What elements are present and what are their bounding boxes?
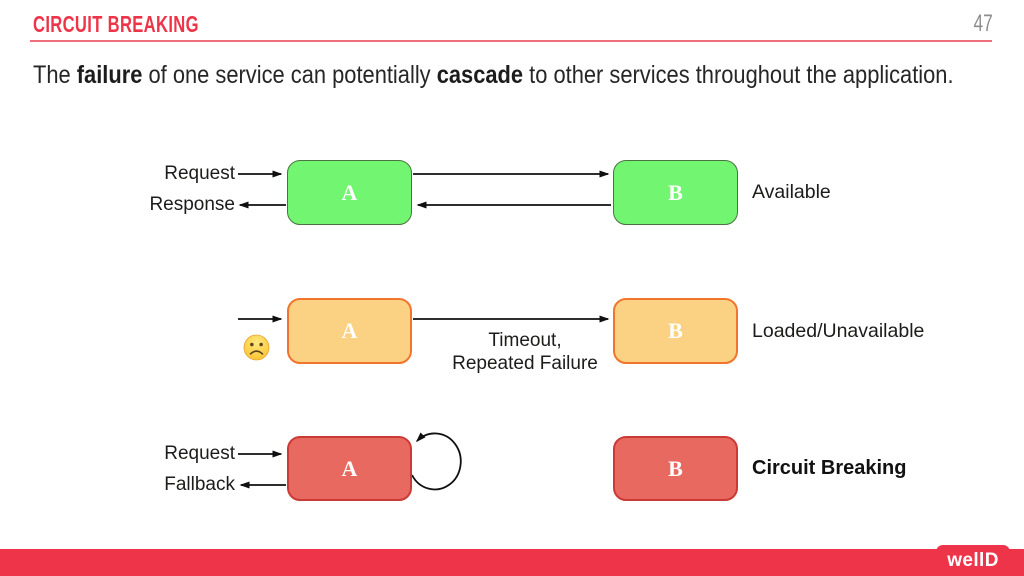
header-rule [30, 40, 992, 42]
footer-bar [0, 549, 1024, 576]
self-loop-arrow-a3 [411, 432, 462, 491]
node-a-loaded: A [287, 298, 412, 364]
intro-text-part: The [33, 61, 77, 89]
intro-text-part: to other services throughout the applica… [523, 61, 954, 89]
node-a-available: A [287, 160, 412, 225]
timeout-caption-line1: Timeout, [488, 330, 562, 351]
node-b-loaded: B [613, 298, 738, 364]
node-b-available: B [613, 160, 738, 225]
status-label-available: Available [752, 181, 831, 203]
welld-logo: wellD [936, 545, 1010, 576]
intro-bold-cascade: cascade [436, 61, 524, 89]
request-label-row1: Request [164, 163, 235, 184]
intro-bold-failure: failure [76, 61, 143, 89]
page-number: 47 [973, 10, 993, 37]
response-label-row1: Response [149, 194, 235, 215]
timeout-caption-line2: Repeated Failure [452, 352, 598, 374]
status-label-loaded: Loaded/Unavailable [752, 320, 925, 342]
page-title: CIRCUIT BREAKING [33, 11, 199, 37]
sad-face-icon [243, 334, 270, 361]
fallback-label-row3: Fallback [164, 474, 235, 495]
node-a-breaking: A [287, 436, 412, 501]
node-b-breaking: B [613, 436, 738, 501]
intro-text-part: of one service can potentially [142, 61, 437, 89]
status-label-circuit-breaking: Circuit Breaking [752, 457, 907, 479]
intro-text: The failure of one service can potential… [33, 60, 961, 91]
request-label-row3: Request [164, 443, 235, 464]
timeout-caption: Timeout, Repeated Failure [425, 330, 625, 375]
